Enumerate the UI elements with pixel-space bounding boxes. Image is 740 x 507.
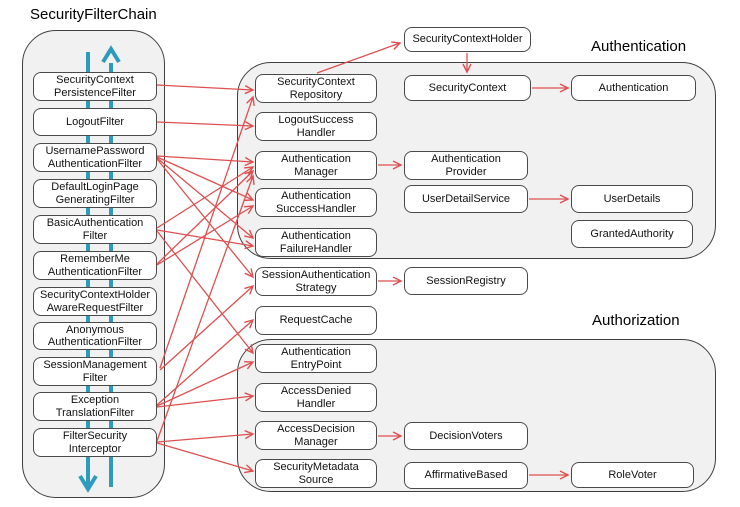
edge-basic-aep bbox=[156, 230, 253, 353]
node-dv: DecisionVoters bbox=[404, 422, 528, 450]
node-rv: RoleVoter bbox=[571, 462, 694, 488]
node-sc: SecurityContext bbox=[404, 75, 531, 101]
node-ash: Authentication SuccessHandler bbox=[255, 188, 377, 217]
node-ga: GrantedAuthority bbox=[571, 220, 693, 248]
node-aep: Authentication EntryPoint bbox=[255, 344, 377, 373]
node-sreg: SessionRegistry bbox=[404, 267, 528, 295]
node-am: Authentication Manager bbox=[255, 151, 377, 180]
edge-smf-sas bbox=[159, 286, 253, 371]
node-rmaf: RememberMe AuthenticationFilter bbox=[33, 251, 157, 280]
node-etf: Exception TranslationFilter bbox=[33, 392, 157, 421]
node-fsi: FilterSecurity Interceptor bbox=[33, 428, 157, 457]
node-rc: RequestCache bbox=[255, 306, 377, 335]
node-scpf: SecurityContext PersistenceFilter bbox=[33, 72, 157, 101]
node-uds: UserDetailService bbox=[404, 185, 528, 213]
filter-chain-title: SecurityFilterChain bbox=[30, 6, 157, 23]
node-ud: UserDetails bbox=[571, 185, 693, 213]
node-anon: Anonymous AuthenticationFilter bbox=[33, 322, 157, 350]
node-dlpgf: DefaultLoginPage GeneratingFilter bbox=[33, 179, 157, 208]
node-adm: AccessDecision Manager bbox=[255, 421, 377, 450]
node-basic: BasicAuthentication Filter bbox=[33, 215, 157, 244]
node-afh: Authentication FailureHandler bbox=[255, 228, 377, 257]
node-smf: SessionManagement Filter bbox=[33, 357, 157, 386]
node-scharf: SecurityContextHolder AwareRequestFilter bbox=[33, 287, 157, 316]
authorization-group-title: Authorization bbox=[592, 312, 680, 329]
node-lsh: LogoutSuccess Handler bbox=[255, 112, 377, 141]
authentication-group-title: Authentication bbox=[591, 38, 687, 55]
node-ap: Authentication Provider bbox=[404, 151, 528, 180]
node-ab: AffirmativeBased bbox=[404, 462, 528, 489]
node-sas: SessionAuthentication Strategy bbox=[255, 267, 377, 296]
node-auth: Authentication bbox=[571, 75, 696, 101]
node-adh: AccessDenied Handler bbox=[255, 383, 377, 412]
node-sms: SecurityMetadata Source bbox=[255, 459, 377, 488]
node-scr: SecurityContext Repository bbox=[255, 74, 377, 103]
node-logout: LogoutFilter bbox=[33, 108, 157, 136]
node-sch: SecurityContextHolder bbox=[404, 27, 531, 52]
node-upaf: UsernamePassword AuthenticationFilter bbox=[33, 143, 157, 172]
